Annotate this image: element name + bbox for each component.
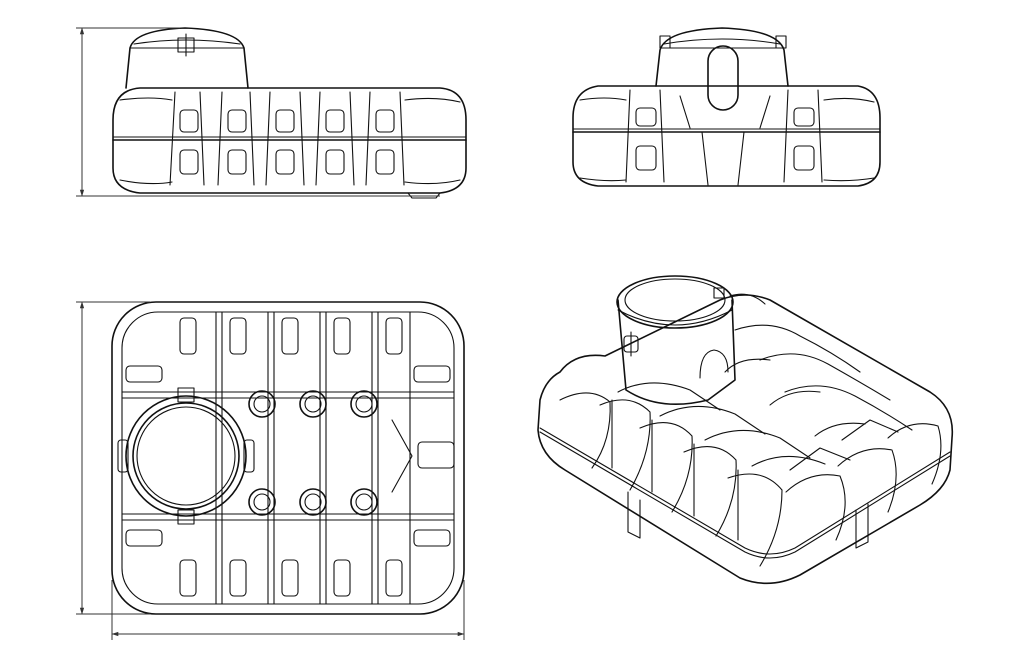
plan-view	[111, 301, 465, 615]
depth-dimension	[76, 301, 150, 615]
length-dimension	[111, 580, 465, 640]
height-dimension	[76, 27, 440, 197]
side-elevation-view	[572, 27, 881, 187]
front-elevation-view	[112, 27, 467, 199]
isometric-view	[537, 275, 954, 585]
